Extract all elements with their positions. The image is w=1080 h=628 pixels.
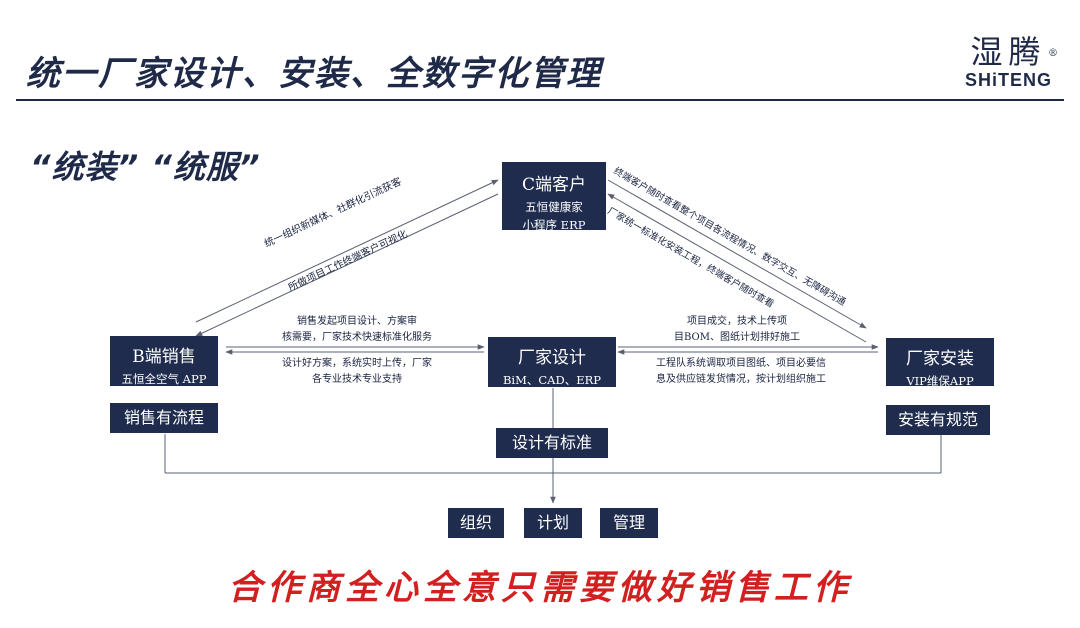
brand-logo: 湿腾® SHiTENG bbox=[964, 33, 1064, 91]
subtitle: “统装” “统服” bbox=[30, 148, 261, 186]
node-c-customer-line1: 五恒健康家 bbox=[525, 200, 583, 214]
node-b-sales-line1: 五恒全空气 APP bbox=[121, 372, 207, 386]
node-b-sales-title: B端销售 bbox=[132, 347, 196, 367]
note-install-to-design-line2: 息及供应链发货情况，按计划组织施工 bbox=[656, 374, 826, 385]
label-sales-flow: 销售有流程 bbox=[110, 403, 218, 433]
arrow-c-to-install bbox=[607, 179, 867, 329]
slogan: 合作商全心全意只需要做好销售工作 bbox=[228, 568, 852, 608]
label-design-standard: 设计有标准 bbox=[496, 428, 608, 458]
node-factory-install: 厂家安装 VIP维保APP bbox=[886, 338, 994, 388]
title-divider bbox=[16, 99, 1064, 101]
note-install-to-design: 工程队系统调取项目图纸、项目必要信 息及供应链发货情况，按计划组织施工 bbox=[656, 356, 826, 388]
arrow-install-to-c bbox=[607, 193, 867, 343]
note-sales-to-design-line2: 核需要，厂家技术快速标准化服务 bbox=[282, 332, 432, 343]
node-c-customer: C端客户 五恒健康家 小程序 ERP bbox=[502, 162, 606, 232]
node-factory-install-line1: VIP维保APP bbox=[906, 374, 974, 388]
note-sales-to-design: 销售发起项目设计、方案审 核需要，厂家技术快速标准化服务 bbox=[282, 314, 432, 346]
brand-name-en: SHiTENG bbox=[964, 70, 1052, 90]
node-b-sales: B端销售 五恒全空气 APP bbox=[110, 336, 218, 386]
note-design-to-sales-line2: 各专业技术专业支持 bbox=[312, 374, 402, 385]
note-design-to-install-line2: 目BOM、图纸计划排好施工 bbox=[674, 332, 800, 343]
node-c-customer-title: C端客户 bbox=[521, 175, 586, 195]
note-design-to-install: 项目成交，技术上传项 目BOM、图纸计划排好施工 bbox=[674, 314, 800, 346]
node-factory-design: 厂家设计 BiM、CAD、ERP bbox=[488, 337, 616, 387]
brand-name-cn: 湿腾® bbox=[970, 33, 1064, 71]
registered-mark: ® bbox=[1048, 48, 1064, 59]
label-plan: 计划 bbox=[524, 508, 582, 538]
arrow-b-to-c bbox=[195, 179, 499, 323]
node-c-customer-line2: 小程序 ERP bbox=[522, 218, 586, 232]
node-factory-design-line1: BiM、CAD、ERP bbox=[502, 373, 602, 387]
note-design-to-install-line1: 项目成交，技术上传项 bbox=[686, 316, 787, 327]
note-design-to-sales-line1: 设计好方案，系统实时上传，厂家 bbox=[282, 358, 432, 369]
label-org: 组织 bbox=[448, 508, 504, 538]
note-design-to-sales: 设计好方案，系统实时上传，厂家 各专业技术专业支持 bbox=[282, 356, 432, 388]
note-sales-to-design-line1: 销售发起项目设计、方案审 bbox=[297, 316, 417, 327]
label-install-standard: 安装有规范 bbox=[886, 405, 990, 435]
label-manage: 管理 bbox=[600, 508, 658, 538]
note-install-to-design-line1: 工程队系统调取项目图纸、项目必要信 bbox=[656, 358, 826, 369]
arrow-c-to-b bbox=[195, 193, 499, 337]
page-title: 统一厂家设计、安装、全数字化管理 bbox=[26, 54, 602, 94]
node-factory-install-title: 厂家安装 bbox=[906, 349, 974, 369]
node-factory-design-title: 厂家设计 bbox=[518, 348, 586, 368]
